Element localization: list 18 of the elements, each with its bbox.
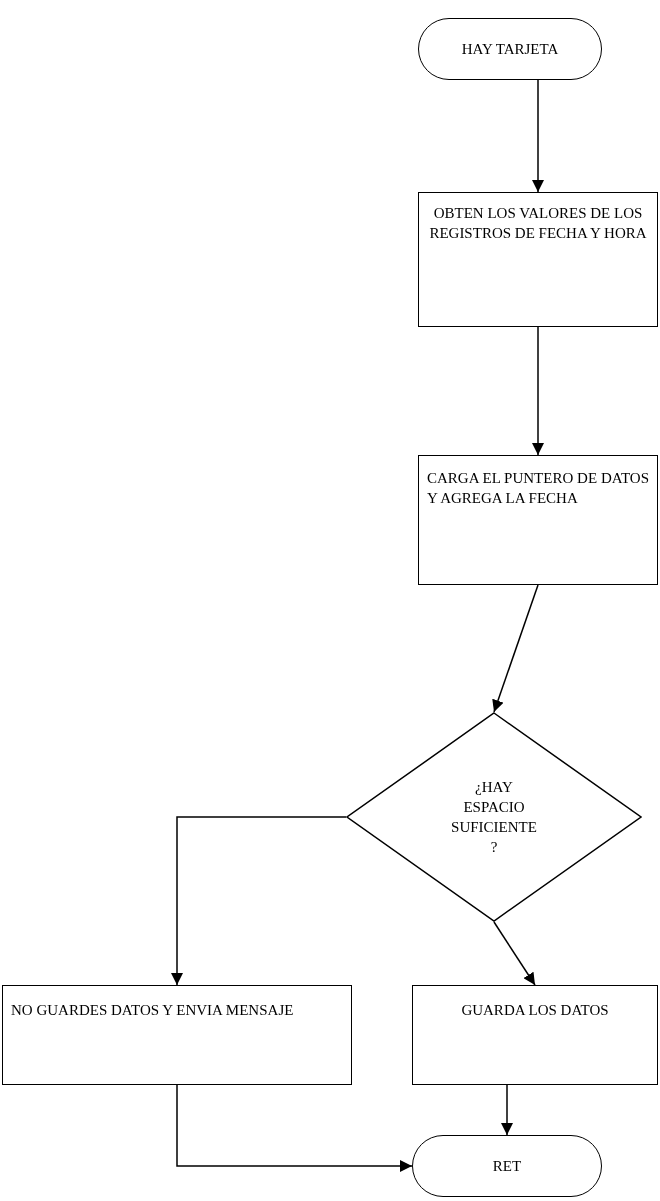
node-text: GUARDA LOS DATOS	[460, 1001, 610, 1020]
arrow	[493, 921, 536, 986]
arrow	[501, 1084, 513, 1136]
arrow	[492, 584, 539, 713]
process-box	[418, 455, 658, 585]
arrow	[532, 326, 544, 456]
process-box	[412, 985, 658, 1085]
node-text: NO GUARDES DATOS Y ENVIA MENSAJE	[11, 1001, 295, 1020]
node-text: OBTEN LOS VALORES DE LOS REGISTROS DE FECHA Y HORA	[428, 204, 648, 243]
node-text: RET	[492, 1157, 522, 1176]
node-text: HAY TARJETA	[461, 40, 559, 59]
node-text: CARGA EL PUNTERO DE DATOS Y AGREGA LA FECHA	[427, 469, 649, 508]
arrow	[532, 79, 544, 193]
process-box	[418, 192, 658, 327]
process-box	[2, 985, 352, 1085]
arrow	[176, 1084, 413, 1172]
arrow	[171, 816, 347, 986]
node-text: ¿HAY ESPACIO SUFICIENTE ?	[450, 778, 538, 857]
